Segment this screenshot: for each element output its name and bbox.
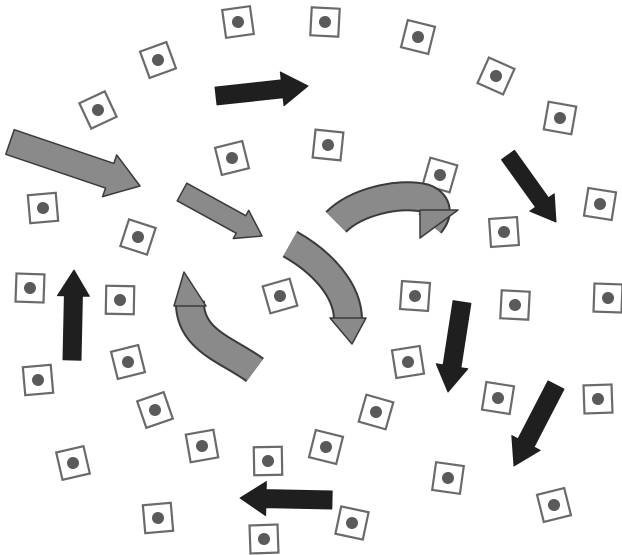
square-marker <box>401 20 435 54</box>
square-marker <box>432 462 464 494</box>
square-marker <box>254 447 282 475</box>
square-marker <box>28 193 58 223</box>
square-marker <box>584 385 613 414</box>
square-marker <box>215 141 249 175</box>
square-marker <box>250 525 279 554</box>
square-marker <box>56 446 90 480</box>
square-marker <box>392 346 424 378</box>
square-marker <box>537 488 571 522</box>
square-marker <box>23 365 53 395</box>
square-marker <box>489 217 519 247</box>
square-marker <box>222 6 254 38</box>
square-marker <box>263 279 298 314</box>
square-marker <box>313 130 344 161</box>
square-marker <box>143 503 173 533</box>
square-marker <box>16 274 45 303</box>
square-marker <box>335 506 368 539</box>
square-marker <box>359 395 394 430</box>
square-marker <box>544 102 576 134</box>
square-marker <box>111 345 145 379</box>
square-marker <box>500 290 529 319</box>
square-marker <box>186 430 218 462</box>
square-marker <box>482 382 514 414</box>
square-marker <box>310 7 339 36</box>
square-marker <box>594 284 622 313</box>
square-marker <box>106 286 134 314</box>
square-marker <box>584 188 616 220</box>
square-marker <box>309 430 343 464</box>
square-marker <box>400 281 430 311</box>
